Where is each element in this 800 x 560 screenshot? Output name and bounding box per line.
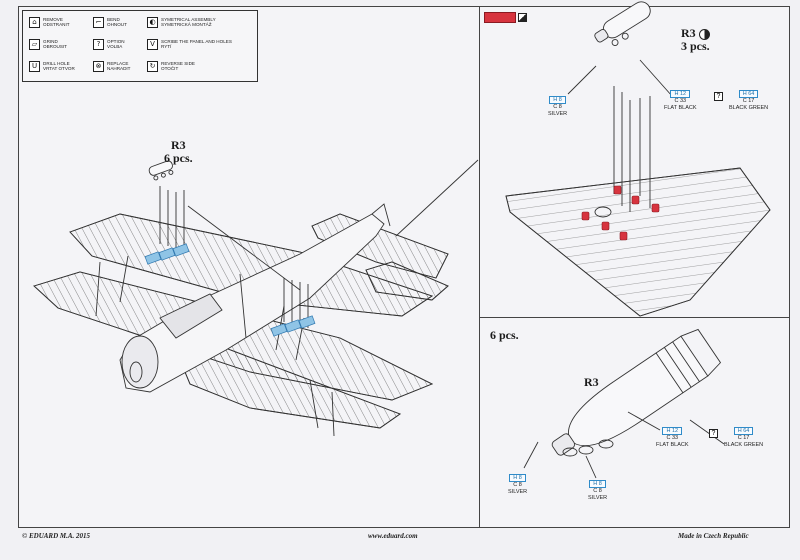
left-part-count: 6 pcs. xyxy=(164,151,193,165)
red-color-swatch xyxy=(484,12,516,23)
panel-divider-horizontal xyxy=(479,317,790,318)
left-part-label: R3 6 pcs. xyxy=(164,139,193,165)
color-key xyxy=(484,12,527,23)
wing-detail-drawing xyxy=(505,1,771,317)
footer-origin: Made in Czech Republic xyxy=(678,532,749,540)
blue-part xyxy=(284,319,302,333)
part-detail-drawing xyxy=(523,328,725,479)
option-icon: ? xyxy=(709,429,718,438)
red-part xyxy=(619,231,628,241)
left-part-id: R3 xyxy=(171,138,186,152)
paint-callout-silver: H 8 C 8 SILVER xyxy=(548,96,568,117)
blue-part xyxy=(270,323,288,337)
drill-hole-icon: U xyxy=(29,61,40,72)
red-part xyxy=(601,221,610,231)
wing-surface xyxy=(505,167,771,317)
biplane-drawing xyxy=(33,159,479,437)
top-right-part-label: R3 3 pcs. xyxy=(681,27,710,53)
footer-website: www.eduard.com xyxy=(368,532,418,540)
scribe-icon: V xyxy=(147,39,158,50)
bend-icon: ⌐ xyxy=(93,17,104,28)
red-part xyxy=(651,203,660,213)
paint-callout-black-green: H 64 C 17 BLACK GREEN xyxy=(724,427,764,448)
paint-callout-flat-black: H 12 C 33 FLAT BLACK xyxy=(656,427,689,448)
red-part xyxy=(631,195,640,205)
top-right-part-id: R3 xyxy=(681,26,696,40)
red-parts-group xyxy=(581,185,660,241)
red-part xyxy=(613,185,622,195)
top-right-part-count: 3 pcs. xyxy=(681,39,710,53)
panel-divider-vertical xyxy=(479,6,480,528)
paint-callout-flat-black: H 12 C 33 FLAT BLACK xyxy=(664,90,697,111)
paint-callout-black-green: H 64 C 17 BLACK GREEN xyxy=(729,90,769,111)
option-icon: ? xyxy=(93,39,104,50)
detail-part-top-right xyxy=(594,1,651,46)
replace-icon: ⊗ xyxy=(93,61,104,72)
blue-parts-group xyxy=(144,243,316,337)
color-equals-icon xyxy=(518,13,527,22)
symmetrical-assembly-icon: ◐ xyxy=(147,17,158,28)
grind-icon: ▱ xyxy=(29,39,40,50)
blue-part xyxy=(144,251,162,265)
paint-callout-silver-2: H 8 C 8 SILVER xyxy=(588,480,608,501)
bottom-right-count: 6 pcs. xyxy=(490,328,519,342)
remove-icon: ⌂ xyxy=(29,17,40,28)
bottom-right-part-id: R3 xyxy=(584,375,599,389)
blue-part xyxy=(172,243,190,257)
reverse-side-icon: ↻ xyxy=(147,61,158,72)
blue-part xyxy=(298,315,316,329)
paint-callout-silver-1: H 8 C 8 SILVER xyxy=(508,474,528,495)
detail-part-left xyxy=(148,160,174,181)
engine-cowl xyxy=(121,335,159,389)
footer-copyright: © EDUARD M.A. 2015 xyxy=(22,532,91,540)
blue-part xyxy=(158,247,176,261)
option-icon: ? xyxy=(714,92,723,101)
red-part xyxy=(581,211,590,221)
